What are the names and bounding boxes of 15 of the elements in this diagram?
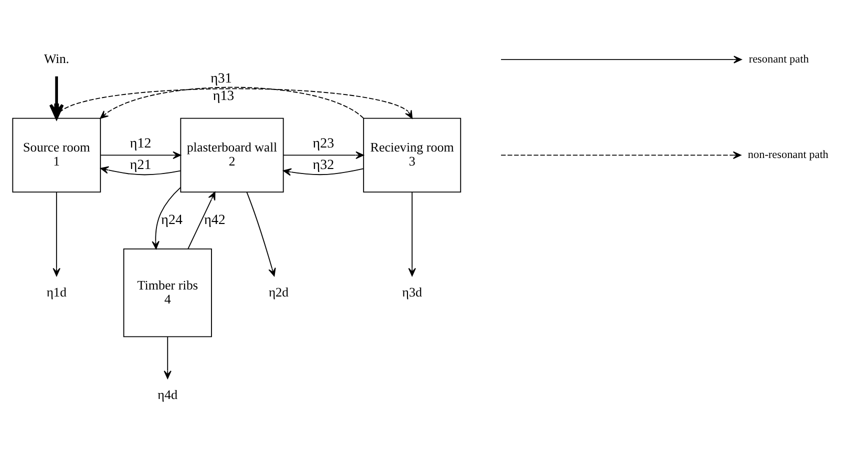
legend-label: resonant path: [748, 52, 809, 65]
node-text: η1d: [46, 284, 66, 299]
edge-label: η13: [212, 88, 234, 104]
edge-label: η42: [204, 212, 226, 228]
node-text: η2d: [268, 284, 289, 299]
edge-label: η23: [312, 136, 334, 152]
node-text: η3d: [402, 284, 422, 299]
edge-label: η12: [130, 136, 152, 152]
node-text: η4d: [158, 386, 178, 402]
edge-label: η31: [210, 71, 232, 86]
node-text: Win.: [44, 50, 70, 66]
legend-label: non-resonant path: [748, 148, 828, 161]
edge-label: η21: [130, 158, 152, 173]
edge-label: η32: [312, 158, 334, 173]
edge-label: η24: [161, 212, 182, 228]
